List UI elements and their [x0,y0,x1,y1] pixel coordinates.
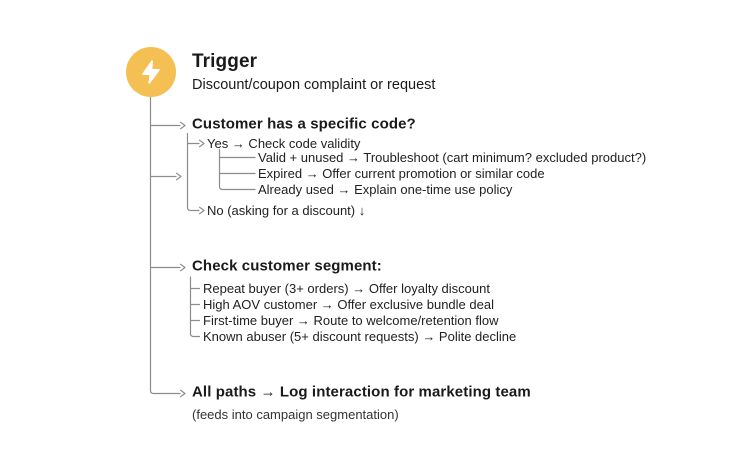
node-code-question-heading: Customer has a specific code? [192,115,416,133]
page-title: Trigger [192,51,258,73]
node-outcome-valid: Valid + unused → Troubleshoot (cart mini… [258,149,647,165]
segment-item-high-aov: High AOV customer → Offer exclusive bund… [203,296,494,312]
node-segment-heading: Check customer segment: [192,257,382,275]
trigger-subtitle: Discount/coupon complaint or request [192,76,436,93]
node-yes-branch: Yes → Check code validity [207,135,361,151]
segment-item-repeat-buyer: Repeat buyer (3+ orders) → Offer loyalty… [203,280,490,296]
node-outcome-expired: Expired → Offer current promotion or sim… [258,165,545,181]
segment-item-known-abuser: Known abuser (5+ discount requests) → Po… [203,328,517,344]
lightning-bolt-icon [142,60,160,84]
node-outcome-already-used: Already used → Explain one-time use poli… [258,181,513,197]
node-log-heading: All paths → Log interaction for marketin… [192,383,531,401]
trigger-badge [126,47,176,97]
segment-item-first-time: First-time buyer → Route to welcome/rete… [203,312,499,328]
node-log-note: (feeds into campaign segmentation) [192,406,399,422]
node-no-branch: No (asking for a discount) ↓ [207,202,366,218]
